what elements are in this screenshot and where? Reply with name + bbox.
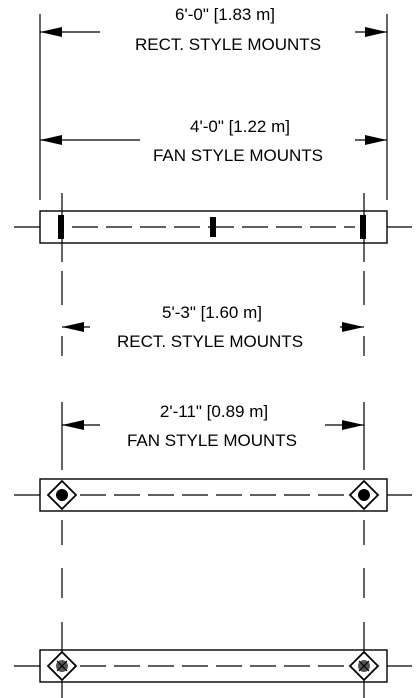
outer-extension-lines <box>39 14 388 200</box>
dimension-fan-inner: 2'-11" [0.89 m] FAN STYLE MOUNTS <box>62 402 364 450</box>
dimension-fan-outer: 4'-0" [1.22 m] FAN STYLE MOUNTS <box>40 117 387 165</box>
beam-rect-style <box>14 210 412 244</box>
dimension-rect-outer-value: 6'-0" [1.83 m] <box>175 5 275 24</box>
dimension-fan-outer-caption: FAN STYLE MOUNTS <box>153 146 323 165</box>
dimension-rect-outer: 6'-0" [1.83 m] RECT. STYLE MOUNTS <box>40 5 387 54</box>
dimension-rect-inner-value: 5'-3" [1.60 m] <box>162 303 262 322</box>
dimension-fan-inner-value: 2'-11" [0.89 m] <box>160 402 268 421</box>
fan-mount-bottom-right <box>348 650 380 682</box>
rect-mount-left <box>58 215 64 239</box>
beam-fan-style-lower <box>14 649 412 683</box>
mount-center-lines <box>61 193 365 698</box>
dimension-rect-inner-caption: RECT. STYLE MOUNTS <box>117 332 303 351</box>
rect-mount-right <box>360 215 366 239</box>
fan-mount-right <box>348 479 380 511</box>
dimension-fan-outer-value: 4'-0" [1.22 m] <box>190 117 290 136</box>
rect-mount-center <box>210 217 216 237</box>
dimension-rect-inner: 5'-3" [1.60 m] RECT. STYLE MOUNTS <box>62 303 364 351</box>
dimension-rect-outer-caption: RECT. STYLE MOUNTS <box>135 35 321 54</box>
fan-mount-bottom-left <box>46 650 78 682</box>
dimension-fan-inner-caption: FAN STYLE MOUNTS <box>127 431 297 450</box>
beam-fan-style-upper <box>14 478 412 512</box>
fan-mount-left <box>46 479 78 511</box>
